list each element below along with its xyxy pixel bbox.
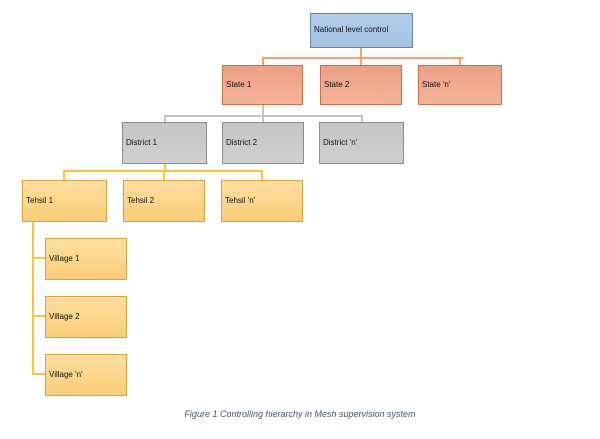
connector-tehsil-1-drop xyxy=(63,170,65,180)
node-tehsil-n: Tehsil 'n' xyxy=(221,180,303,222)
connector-state-1-stem xyxy=(262,105,264,117)
connector-national-stem xyxy=(360,48,362,58)
connector-tehsil-1-hang-stem xyxy=(32,222,34,375)
connector-district-1-stem xyxy=(164,164,166,172)
connector-district-1-drop xyxy=(164,115,166,122)
node-district-n: District 'n' xyxy=(319,122,404,164)
node-district-1: District 1 xyxy=(122,122,207,164)
connector-district-2-drop xyxy=(262,115,264,122)
connector-village-1-branch xyxy=(32,257,45,259)
node-village-1: Village 1 xyxy=(45,238,127,280)
node-tehsil-1: Tehsil 1 xyxy=(22,180,107,222)
connector-village-n-branch xyxy=(32,373,45,375)
node-national-level-control: National level control xyxy=(310,13,413,48)
connector-district-n-drop xyxy=(361,115,363,122)
node-tehsil-2: Tehsil 2 xyxy=(123,180,205,222)
node-village-2: Village 2 xyxy=(45,296,127,338)
connector-village-2-branch xyxy=(32,315,45,317)
node-state-2: State 2 xyxy=(320,65,402,105)
connector-tehsil-2-drop xyxy=(163,170,165,180)
connector-state-n-drop xyxy=(459,57,461,65)
connector-states-bus xyxy=(262,57,463,59)
node-state-1: State 1 xyxy=(222,65,303,105)
connector-state-1-drop xyxy=(262,57,264,65)
node-village-n: Village 'n' xyxy=(45,354,127,396)
connector-state-2-drop xyxy=(360,57,362,65)
node-state-n: State 'n' xyxy=(418,65,502,105)
node-district-2: District 2 xyxy=(222,122,304,164)
figure-caption: Figure 1 Controlling hierarchy in Mesh s… xyxy=(184,409,416,419)
connector-tehsil-n-drop xyxy=(261,170,263,180)
